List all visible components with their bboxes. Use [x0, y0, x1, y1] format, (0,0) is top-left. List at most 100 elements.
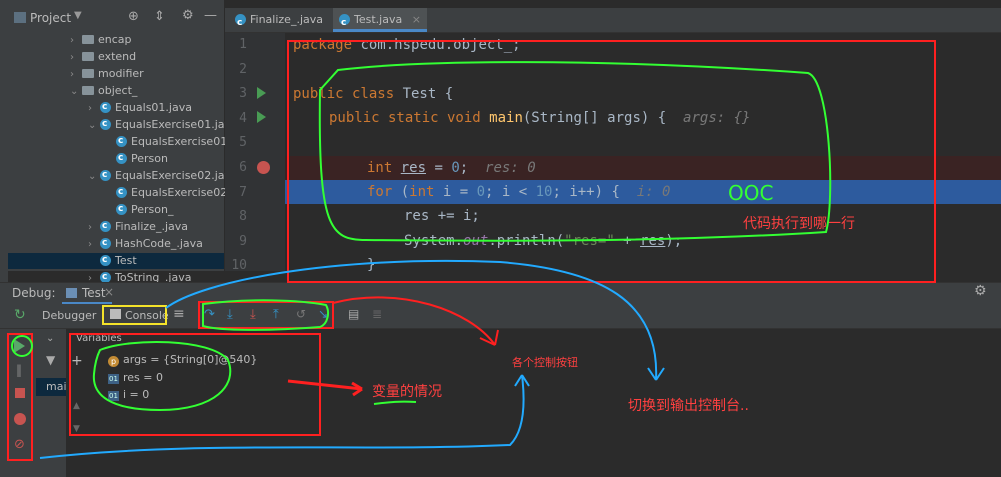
chevron-down-icon[interactable]: ⌄: [88, 120, 97, 131]
keyword: public static void: [329, 110, 490, 126]
variable-text: i = 0: [123, 388, 150, 401]
add-watch-icon[interactable]: +: [71, 353, 83, 369]
close-icon[interactable]: ×: [411, 13, 421, 26]
locate-icon[interactable]: ⊕: [128, 9, 139, 24]
run-to-cursor-icon[interactable]: ↘: [318, 307, 329, 321]
tree-item[interactable]: › Finalize_.java: [88, 218, 188, 235]
run-icon[interactable]: [257, 87, 266, 99]
step-over-icon[interactable]: ↷: [204, 307, 215, 322]
variables-title: Variables: [76, 333, 122, 344]
collapse-icon[interactable]: ⇕: [154, 9, 165, 24]
folder-icon: [82, 52, 94, 61]
line-number: 6: [239, 160, 247, 175]
tree-item[interactable]: ⌄EqualsExercise02.jav: [88, 167, 231, 184]
chevron-down-icon[interactable]: ⌄: [70, 86, 79, 97]
view-breakpoints-icon[interactable]: [14, 413, 26, 425]
evaluate-icon[interactable]: ▤: [348, 307, 360, 321]
tree-item[interactable]: ›modifier: [70, 66, 144, 82]
tree-item-label: Person_: [131, 203, 174, 216]
primitive-icon: 01: [108, 391, 119, 401]
tree-item[interactable]: ⌄ object_: [70, 83, 137, 99]
chevron-down-icon[interactable]: ⌄: [46, 333, 55, 344]
breakpoint-icon[interactable]: [257, 161, 270, 174]
step-out-icon[interactable]: ⤒: [273, 307, 279, 322]
chevron-right-icon[interactable]: ›: [70, 52, 74, 63]
tree-item-label: EqualsExercise01: [131, 135, 228, 148]
tab-label: Finalize_.java: [250, 13, 323, 26]
chevron-down-icon[interactable]: ⌄: [88, 171, 97, 182]
variable-row[interactable]: 01 i = 0: [108, 388, 149, 401]
number: 10: [535, 184, 553, 200]
tab-label: Test.java: [354, 13, 403, 26]
drop-frame-icon[interactable]: ↺: [296, 307, 307, 321]
line-number: 9: [239, 233, 247, 249]
class-icon: [100, 269, 111, 285]
down-icon[interactable]: ▼: [73, 424, 80, 434]
step-into-icon[interactable]: ⤓: [227, 307, 233, 322]
project-title[interactable]: Project: [30, 11, 72, 25]
tree-item[interactable]: ›HashCode_.java: [88, 235, 203, 252]
chevron-right-icon[interactable]: ›: [70, 69, 74, 80]
line-number: 4: [239, 110, 247, 126]
layout-icon[interactable]: ≣: [372, 307, 383, 321]
chevron-right-icon[interactable]: ›: [88, 222, 92, 233]
chevron-right-icon[interactable]: ›: [88, 273, 92, 284]
tab-console[interactable]: Console: [125, 309, 169, 322]
tree-item[interactable]: › Equals01.java: [88, 99, 192, 116]
editor-gutter[interactable]: [225, 33, 285, 271]
class-icon: [116, 150, 127, 166]
tab-debugger[interactable]: Debugger: [42, 309, 97, 322]
code-line-4: public static void main(String[] args) {…: [329, 106, 750, 130]
frames-panel: ⌄ ▼ mai: [36, 329, 67, 477]
chevron-right-icon[interactable]: ›: [88, 103, 92, 114]
gear-icon[interactable]: ⚙: [974, 283, 987, 299]
tree-item-label: Test: [115, 254, 137, 267]
rerun-icon[interactable]: ↻: [14, 307, 26, 323]
minimize-icon[interactable]: —: [204, 8, 217, 23]
tab-finalize-java[interactable]: Finalize_.java ×: [229, 8, 348, 35]
paren: (: [400, 184, 410, 200]
tree-item-label: object_: [98, 84, 138, 97]
tree-item-label: EqualsExercise02: [131, 186, 228, 199]
frame-row[interactable]: mai: [36, 378, 67, 396]
tree-item-label: Finalize_.java: [115, 220, 188, 233]
chevron-right-icon[interactable]: ›: [88, 239, 92, 250]
keyword: int: [409, 184, 443, 200]
code-text: System.: [404, 233, 464, 249]
console-icon: [110, 309, 121, 319]
tree-item[interactable]: ›encap: [70, 32, 132, 48]
tree-item[interactable]: EqualsExercise01: [104, 133, 228, 150]
stop-icon[interactable]: [15, 388, 25, 398]
primitive-icon: 01: [108, 374, 119, 384]
chevron-down-icon[interactable]: ▼: [74, 10, 82, 21]
force-step-into-icon[interactable]: ⤓: [250, 307, 256, 322]
gear-icon[interactable]: ⚙: [182, 8, 194, 23]
pause-icon[interactable]: ‖: [16, 363, 22, 377]
menu-icon[interactable]: ≡: [173, 306, 185, 322]
tree-item-label: Equals01.java: [115, 101, 192, 114]
tree-item[interactable]: Test: [8, 252, 224, 269]
tree-item[interactable]: Person_: [104, 201, 174, 218]
chevron-right-icon[interactable]: ›: [70, 35, 74, 46]
tree-item[interactable]: Person: [104, 150, 168, 167]
filter-icon[interactable]: ▼: [46, 353, 56, 367]
project-panel: [8, 0, 224, 271]
tree-item[interactable]: ⌄EqualsExercise01.jav: [88, 116, 231, 133]
tree-item[interactable]: ›extend: [70, 49, 136, 65]
annotation-console: 切换到输出控制台..: [628, 398, 749, 414]
tree-item[interactable]: EqualsExercise02: [104, 184, 228, 201]
mute-breakpoints-icon[interactable]: ⊘: [14, 437, 25, 452]
line-number: 7: [239, 184, 247, 200]
folder-icon: [82, 69, 94, 78]
string-literal: "res=": [564, 233, 615, 249]
up-icon[interactable]: ▲: [73, 401, 80, 411]
tab-test-java[interactable]: Test.java ×: [333, 8, 427, 35]
run-icon[interactable]: [257, 111, 266, 123]
debug-session-tab[interactable]: Test: [82, 286, 106, 300]
resume-icon[interactable]: [14, 339, 25, 353]
class-icon: [100, 218, 111, 234]
close-icon[interactable]: ×: [104, 285, 115, 299]
number: 0: [476, 184, 486, 200]
